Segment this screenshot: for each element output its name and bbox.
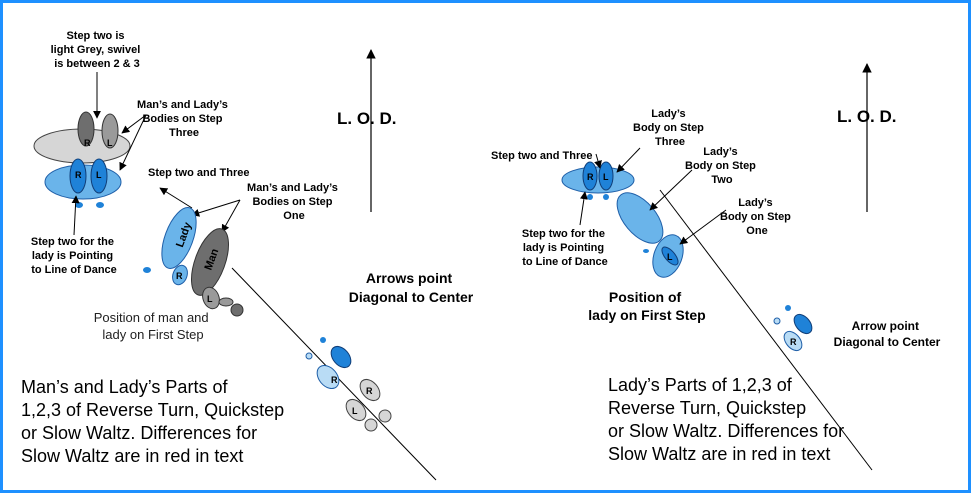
foot-label-l2: L [96,170,102,180]
right-caption: Lady’s Parts of 1,2,3 of Reverse Turn, Q… [608,375,849,464]
label-step-two-three: Step two and Three [148,167,249,179]
lady-foot-first-step-light [783,330,803,352]
lady-foot-first-step-light [316,364,340,390]
pointer [616,147,641,173]
foot-label-r: R [84,138,91,148]
heel-dot [643,249,649,253]
lady-foot-first-step [330,345,352,369]
foot-label-l: L [107,138,113,148]
pointer [119,114,147,171]
lady-foot-step-three-b [598,161,614,191]
man-foot-step-three [77,111,95,147]
lady-foot-first-step [793,313,813,335]
heel-dot [96,202,104,208]
right-diagonal-line [659,189,873,471]
label-first-step-position-right: Position of lady on First Step [588,289,705,323]
label-step-two-three-right: Step two and Three [491,150,592,162]
foot-label: L [603,172,609,182]
label-body-one: Lady’s Body on Step One [720,197,794,237]
foot-label: R [366,386,373,396]
man-body-step-one [191,228,229,296]
label-first-step-position: Position of man and lady on First Step [94,310,213,342]
heel-dot [785,305,791,311]
lady-foot-step-two-b [90,158,108,194]
foot-label-r2: R [75,170,82,180]
arrow-step-two-three [159,187,193,209]
label-step-two-grey: Step two is light Grey, swivel is betwee… [51,30,144,70]
lady-body-step-one [161,207,197,269]
lady-foot-step-one [172,264,188,286]
foot-label: R [331,375,338,385]
label-bodies-three: Man’s and Lady’s Bodies on Step Three [137,99,231,139]
label-arrows-diagonal: Arrows point Diagonal to Center [349,270,474,305]
left-panel: L. O. D. R L R L Step two is light Grey,… [21,30,474,481]
label-bodies-one: Man’s and Lady’s Bodies on Step One [247,182,341,222]
foot-label: L [207,294,213,304]
foot-label: R [176,271,183,281]
foot-label: L [667,252,673,262]
lady-foot-step-one [661,246,679,266]
man-foot-first-step-r [359,378,381,402]
label-lady-pointing: Step two for the lady is Pointing to Lin… [31,236,117,276]
pointer [191,199,241,217]
heel-dot [320,337,326,343]
foot-label: R [587,172,594,182]
man-heel-dot [378,409,392,423]
lady-foot-step-two-a [69,158,87,194]
heel-dot [773,317,781,325]
man-heel-dot [364,418,378,432]
left-lod-label: L. O. D. [337,109,397,128]
heel-dot [305,352,313,360]
man-foot-step-one [202,286,220,310]
pointer [679,209,727,245]
pointer [649,169,693,211]
lady-foot-step-three-a [582,161,598,191]
heel-dot [75,202,83,208]
pointer [594,153,602,169]
pointer [71,195,80,236]
right-lod-label: L. O. D. [837,107,897,126]
foot-label: L [352,406,358,416]
foot-label: R [790,337,797,347]
left-caption: Man’s and Lady’s Parts of 1,2,3 of Rever… [21,377,289,466]
label-lady-pointing-right: Step two for the lady is Pointing to Lin… [522,228,608,268]
pointer [121,114,147,134]
man-foot-step-two-grey [101,113,119,149]
man-heel-dot [230,303,244,317]
label-body-three: Lady’s Body on Step Three [633,108,707,148]
label-body-two: Lady’s Body on Step Two [685,146,759,186]
label-arrow-diagonal-right: Arrow point Diagonal to Center [834,319,941,349]
heel-dot [143,267,151,273]
man-heel [218,297,234,307]
pointer [579,191,588,226]
heel-dot [603,194,609,200]
pointer [221,199,241,233]
right-panel: L. O. D. R L L Lady’s Body on Step Three… [491,63,941,471]
man-foot-first-step-l [345,398,367,422]
lady-body-step-three [561,166,635,194]
heel-dot [587,194,593,200]
